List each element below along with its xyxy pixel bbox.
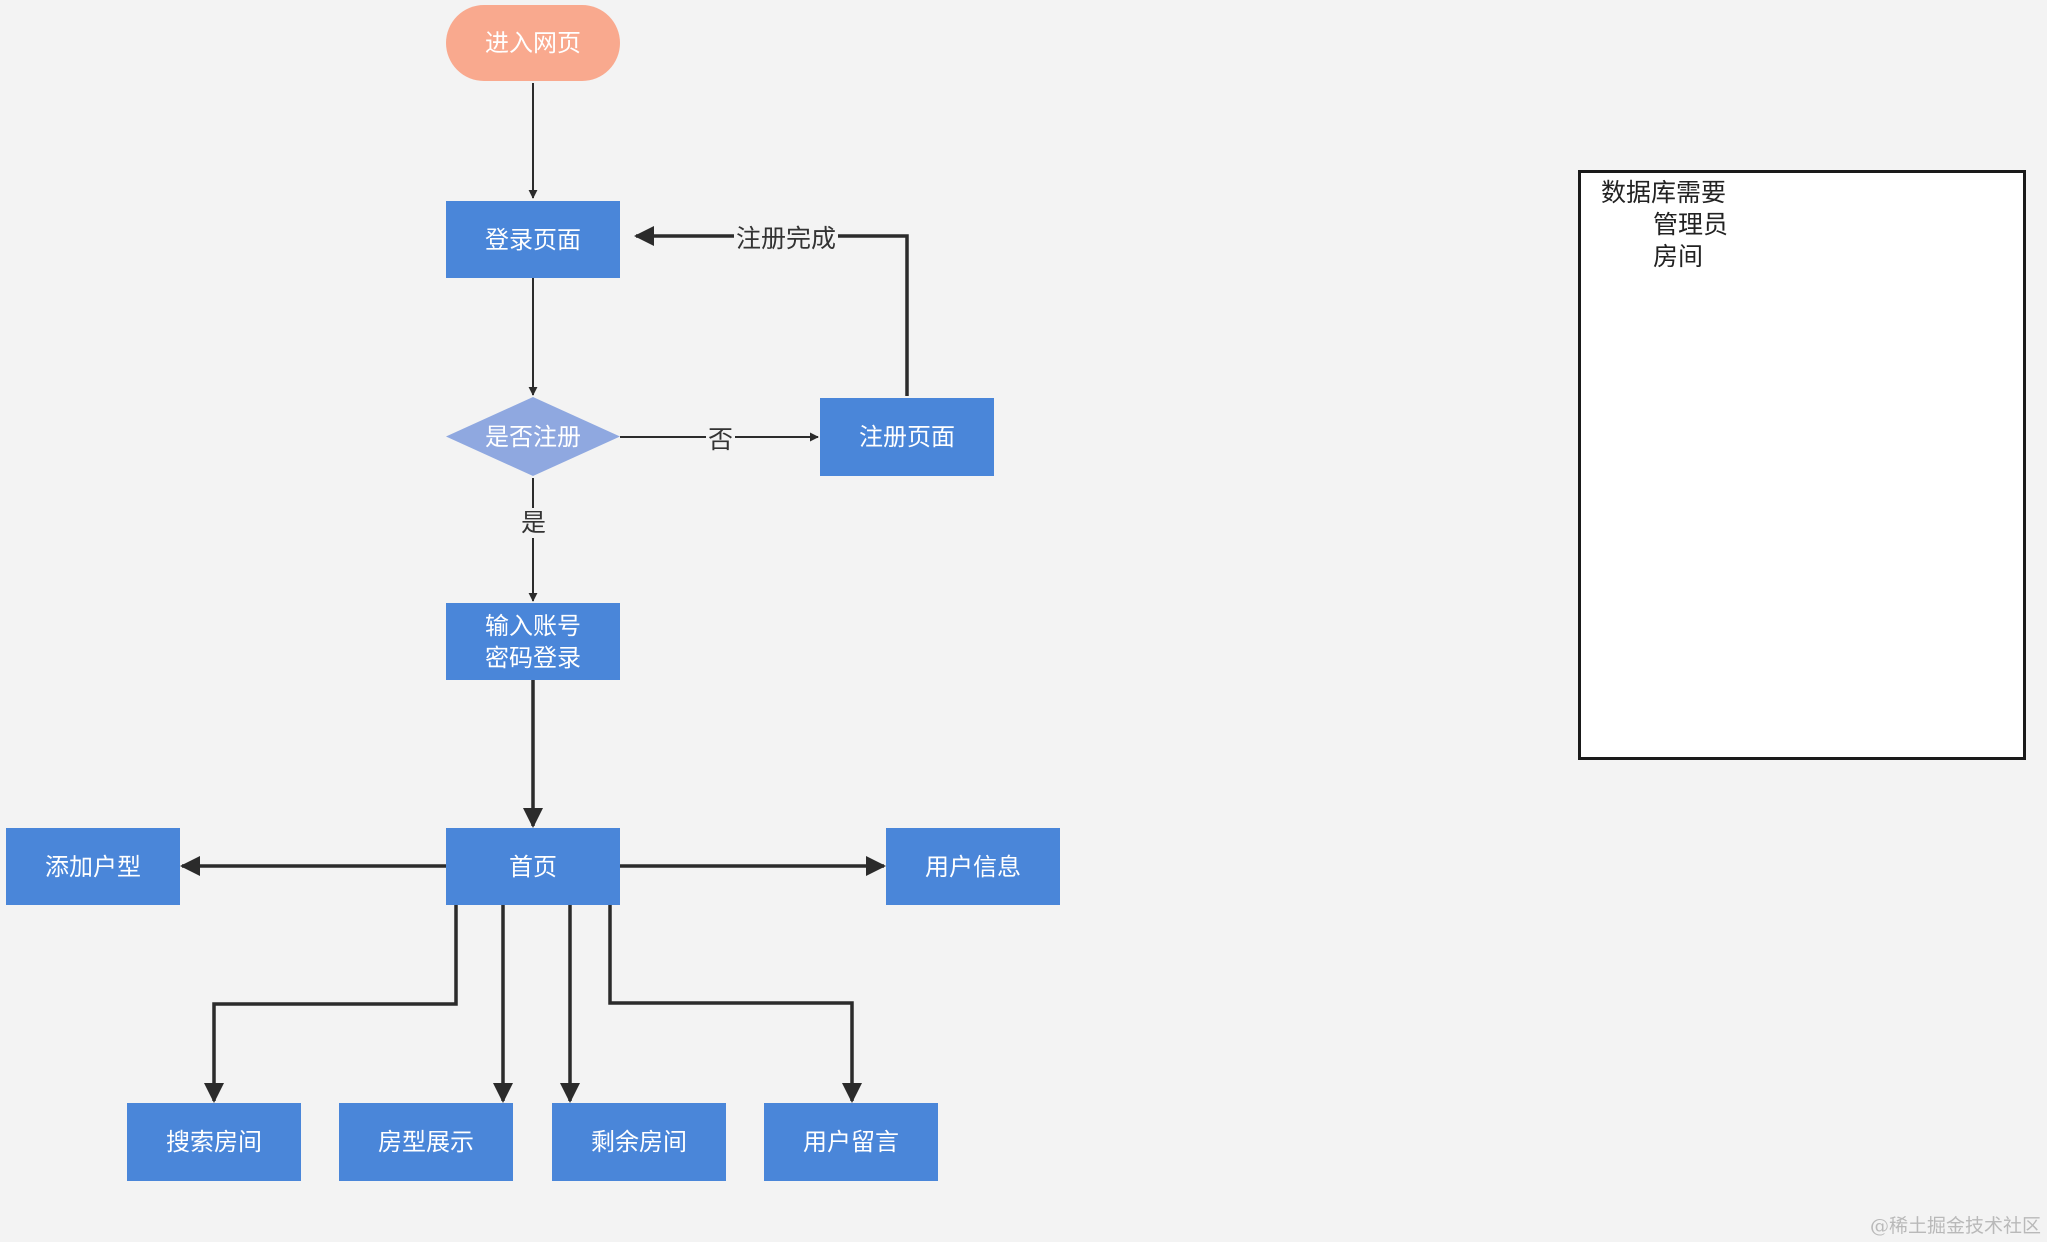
- node-add-room-type: 添加户型: [6, 828, 180, 905]
- edge-label-no: 否: [706, 425, 736, 455]
- node-enter-credentials: 输入账号 密码登录: [446, 603, 620, 680]
- node-is-registered-label: 是否注册: [485, 422, 581, 451]
- node-is-registered: 是否注册: [446, 397, 620, 476]
- node-remaining-rooms: 剩余房间: [552, 1103, 726, 1181]
- node-login-page: 登录页面: [446, 201, 620, 278]
- edge-home-to-search-rooms: [204, 905, 458, 1103]
- node-home: 首页: [446, 828, 620, 905]
- node-register-page: 注册页面: [820, 398, 994, 476]
- database-notes-box: 数据库需要 管理员 房间: [1578, 170, 2026, 760]
- notes-item-admin: 管理员: [1653, 210, 1729, 239]
- node-enter-page: 进入网页: [446, 5, 620, 81]
- edge-register-to-login: [634, 226, 909, 396]
- node-room-type-display: 房型展示: [339, 1103, 513, 1181]
- node-user-messages: 用户留言: [764, 1103, 938, 1181]
- edge-label-registration-done: 注册完成: [734, 224, 839, 254]
- decision-diamond-shape: [446, 397, 620, 476]
- edge-label-yes: 是: [519, 508, 549, 538]
- watermark: @稀土掘金技术社区: [1869, 1215, 2041, 1237]
- node-search-rooms: 搜索房间: [127, 1103, 301, 1181]
- node-user-info: 用户信息: [886, 828, 1060, 905]
- notes-title: 数据库需要: [1601, 178, 1727, 207]
- notes-item-rooms: 房间: [1653, 242, 1704, 271]
- edge-home-to-user-messages: [608, 905, 862, 1103]
